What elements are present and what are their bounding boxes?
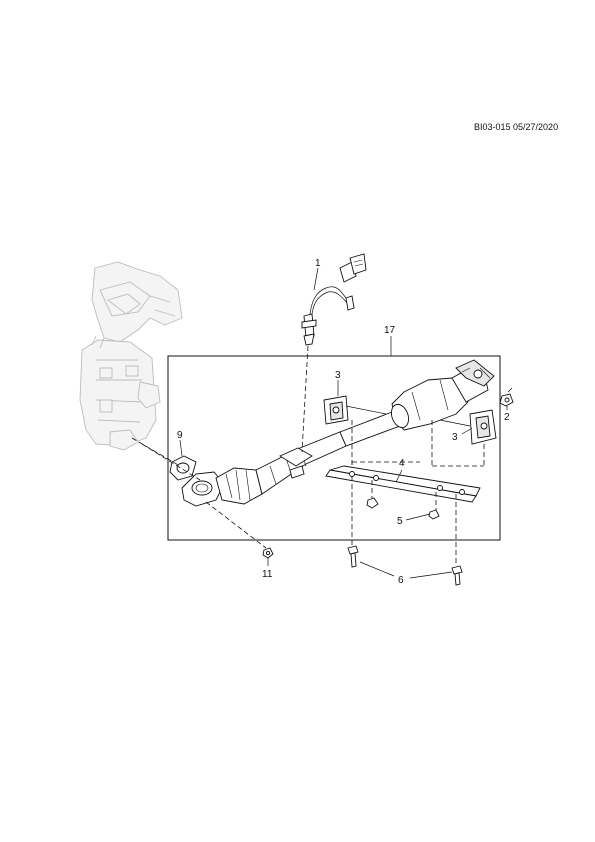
callout-5: 5 (397, 516, 403, 527)
assembly-frame (167, 355, 501, 541)
rubber-hanger-right (439, 409, 497, 468)
bolt-left (347, 545, 359, 568)
bracket-nut-left (366, 497, 379, 509)
manifold-reference-image (79, 261, 183, 451)
flange-gasket (169, 455, 197, 481)
front-flange-nut (262, 547, 274, 559)
bracket-nut-right (428, 509, 440, 520)
support-bracket (325, 465, 481, 503)
oxygen-sensor (301, 253, 367, 346)
exhaust-pipe-assembly (181, 359, 495, 507)
callout-11: 11 (262, 569, 273, 580)
callout-9: 9 (177, 430, 183, 441)
callout-1: 1 (315, 258, 321, 269)
callout-4: 4 (399, 458, 405, 469)
callout-3-right: 3 (452, 432, 458, 443)
document-code: BI03-015 05/27/2020 (474, 122, 559, 132)
callout-2: 2 (504, 412, 510, 423)
rubber-hanger-left (323, 395, 387, 425)
bolt-right (451, 565, 463, 586)
callout-17: 17 (384, 325, 396, 336)
callout-6: 6 (398, 575, 404, 586)
rear-flange-nut (499, 393, 514, 407)
callout-3-left: 3 (335, 370, 341, 381)
